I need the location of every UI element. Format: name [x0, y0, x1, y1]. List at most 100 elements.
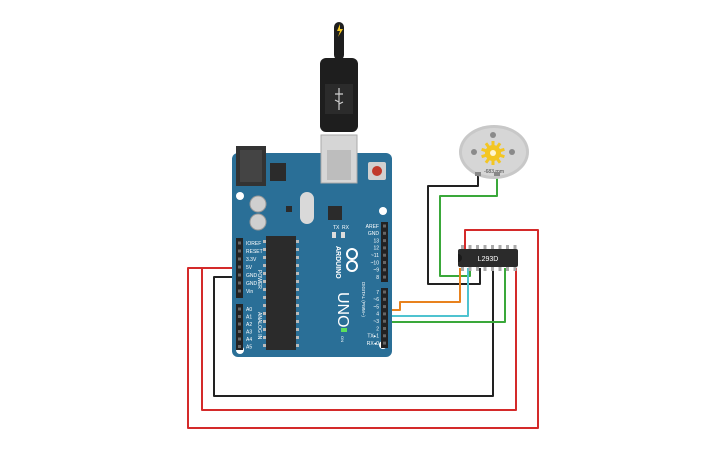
l293d-pin[interactable] — [491, 267, 494, 271]
pin-label: 12 — [373, 246, 379, 252]
usb-cable — [334, 22, 344, 60]
l293d-pin[interactable] — [468, 267, 472, 271]
chip-pin — [263, 320, 266, 323]
l293d-pin[interactable] — [513, 245, 517, 249]
header-pin[interactable] — [238, 281, 241, 285]
header-pin[interactable] — [238, 265, 241, 269]
header-pin[interactable] — [383, 261, 386, 264]
l293d-pin[interactable] — [483, 267, 487, 271]
reset-button-cap[interactable] — [372, 166, 382, 176]
wire-black-gnd[interactable] — [213, 268, 494, 397]
small-component — [286, 206, 292, 212]
motor-terminal — [475, 172, 481, 176]
analog-header — [236, 304, 243, 350]
header-pin[interactable] — [238, 249, 241, 253]
header-pin[interactable] — [383, 297, 386, 301]
capacitor — [249, 195, 267, 213]
header-pin[interactable] — [383, 305, 386, 309]
header-pin[interactable] — [238, 330, 241, 333]
pin-label: A5 — [246, 344, 252, 350]
chip-pin — [263, 248, 266, 251]
l293d-pin[interactable] — [468, 245, 472, 249]
header-pin[interactable] — [383, 224, 386, 228]
digital-header-label: DIGITAL (PWM~) — [361, 282, 366, 317]
header-pin[interactable] — [383, 246, 386, 250]
header-pin[interactable] — [238, 273, 241, 277]
header-pin[interactable] — [238, 257, 241, 261]
pin-label: A2 — [246, 322, 252, 328]
header-pin[interactable] — [383, 268, 386, 272]
l293d-pin[interactable] — [476, 267, 479, 271]
arduino-uno-board[interactable]: TX RX ARDUINO UNO ON IOREFRESET3.3V5VGND… — [232, 134, 392, 357]
l293d-pin[interactable] — [461, 267, 464, 271]
chip-pin — [263, 344, 266, 347]
chip-pin — [296, 296, 299, 299]
header-pin[interactable] — [383, 275, 386, 279]
l293d-pin[interactable] — [491, 245, 494, 249]
crystal — [300, 192, 314, 224]
usb-symbol — [334, 88, 344, 110]
wire-green-motor[interactable] — [439, 174, 498, 277]
l293d-pin[interactable] — [483, 245, 487, 249]
header-pin[interactable] — [383, 327, 386, 330]
pin-label: 8 — [376, 275, 379, 281]
header-pin[interactable] — [383, 231, 386, 235]
tx-label: TX — [333, 225, 340, 231]
wire-black-motor[interactable] — [427, 174, 481, 285]
wire-cyan-signal[interactable] — [384, 268, 469, 317]
header-pin[interactable] — [383, 341, 386, 345]
header-pin[interactable] — [238, 345, 241, 348]
header-pin[interactable] — [383, 239, 386, 243]
l293d-pin[interactable] — [498, 267, 502, 271]
header-pin[interactable] — [238, 289, 241, 293]
on-led — [341, 328, 347, 332]
pin-label: Vin — [246, 289, 253, 295]
wire-red-outer[interactable] — [187, 229, 539, 429]
motor-bolt — [471, 149, 477, 155]
l293d-pin[interactable] — [513, 267, 517, 271]
dc-motor[interactable]: -683 rpm — [459, 125, 529, 179]
rx-led — [341, 232, 345, 238]
pin-label: RX◂0 — [367, 341, 379, 347]
chip-pin — [296, 248, 299, 251]
wire-red-inner[interactable] — [201, 267, 517, 411]
capacitor — [249, 213, 267, 231]
wire-green-signal[interactable] — [384, 268, 506, 323]
header-pin[interactable] — [238, 241, 241, 245]
pin-label: A4 — [246, 337, 252, 343]
l293d-pin[interactable] — [506, 267, 509, 271]
power-header-label: POWER — [256, 270, 262, 289]
l293d-pins — [461, 245, 517, 271]
digital-header-top — [381, 222, 388, 282]
l293d-driver[interactable]: L293D — [458, 245, 518, 271]
header-pin[interactable] — [238, 322, 241, 326]
atmega-chip — [266, 236, 296, 350]
l293d-pin[interactable] — [461, 245, 464, 249]
pin-label: A3 — [246, 329, 252, 335]
wire-orange-signal[interactable] — [384, 268, 461, 311]
header-pin[interactable] — [238, 337, 241, 341]
chip-pin — [296, 264, 299, 267]
header-pin[interactable] — [238, 307, 241, 311]
rx-label: RX — [342, 225, 350, 231]
chip-pin — [296, 312, 299, 315]
header-pin[interactable] — [238, 315, 241, 318]
l293d-pin[interactable] — [506, 245, 509, 249]
l293d-pin[interactable] — [498, 245, 502, 249]
header-pin[interactable] — [383, 334, 386, 338]
usb-plug-icon[interactable] — [320, 22, 358, 132]
header-pin[interactable] — [383, 312, 386, 316]
pin-label: ~3 — [373, 319, 379, 325]
pin-label: ~5 — [373, 304, 379, 310]
header-pin[interactable] — [383, 319, 386, 323]
chip-pin — [296, 336, 299, 339]
header-pin[interactable] — [383, 253, 386, 257]
chip-pin — [296, 240, 299, 243]
header-pin[interactable] — [383, 290, 386, 294]
l293d-pin[interactable] — [476, 245, 479, 249]
pin-label: A1 — [246, 314, 252, 320]
brand-label: ARDUINO — [334, 246, 341, 279]
chip-pin — [296, 344, 299, 347]
